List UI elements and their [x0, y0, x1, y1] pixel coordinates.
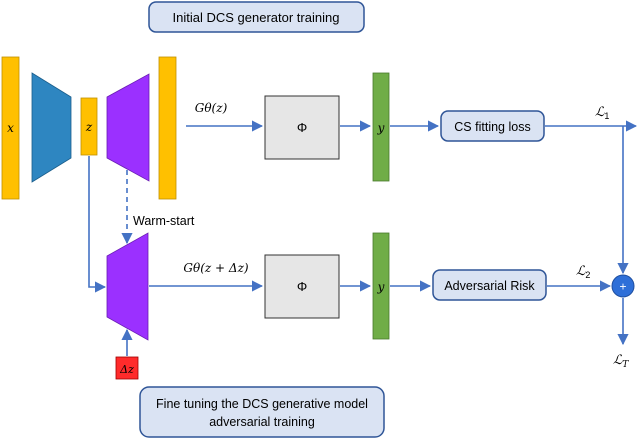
phi-bottom-label: Φ — [297, 279, 307, 294]
encoder-block — [31, 72, 72, 183]
g-top-label: Gθ(z) — [195, 101, 228, 115]
warm-start-label: Warm-start — [133, 214, 195, 228]
adv-risk-box — [432, 269, 547, 301]
phi-bottom-box — [264, 254, 340, 319]
x-label: x — [7, 121, 14, 135]
l1-label: ℒ1 — [595, 105, 609, 121]
arrow-z-to-generator-bottom — [88, 156, 107, 293]
x-input-bar — [1, 56, 20, 200]
output-bar-top — [158, 56, 177, 200]
sum-node — [611, 274, 635, 298]
bottom-title-box — [139, 386, 385, 438]
y-top-bar — [372, 72, 390, 182]
generator-top-block — [106, 73, 150, 182]
z-latent-bar — [80, 97, 98, 156]
z-label: z — [85, 120, 93, 134]
generator-bottom-block — [106, 232, 149, 341]
lt-label: ℒT — [613, 353, 629, 370]
bottom-title-line2: adversarial training — [209, 415, 315, 429]
y-bottom-label: y — [377, 280, 385, 294]
delta-z-label: Δz — [119, 363, 134, 376]
l2-label: ℒ2 — [576, 264, 590, 280]
top-title-text: Initial DCS generator training — [173, 10, 340, 25]
sum-plus: + — [619, 280, 626, 294]
delta-z-box — [115, 356, 139, 380]
y-top-label: y — [377, 121, 385, 135]
g-bottom-label: Gθ(z + Δz) — [183, 261, 248, 275]
adv-risk-text: Adversarial Risk — [444, 279, 535, 293]
cs-loss-text: CS fitting loss — [454, 120, 530, 134]
top-title-box — [148, 1, 365, 33]
cs-loss-box — [440, 110, 545, 142]
y-bottom-bar — [372, 232, 390, 340]
phi-top-label: Φ — [297, 120, 307, 135]
phi-top-box — [264, 95, 340, 160]
bottom-title-line1: Fine tuning the DCS generative model — [156, 397, 368, 411]
